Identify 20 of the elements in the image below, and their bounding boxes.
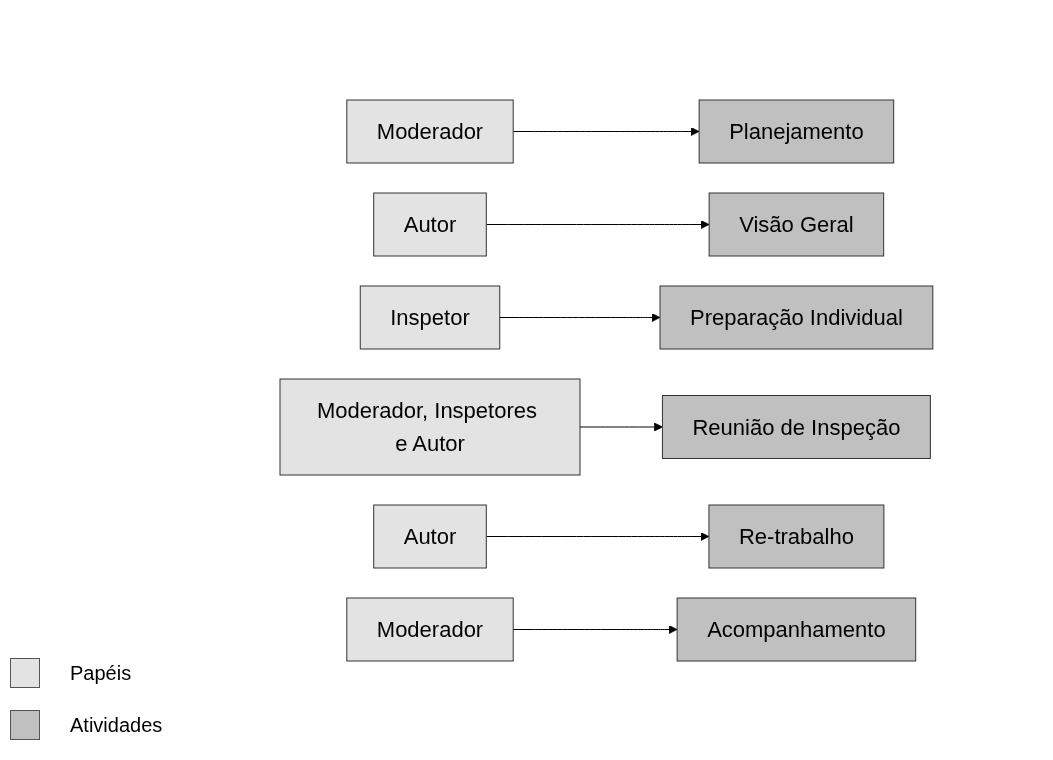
arrow xyxy=(512,126,700,136)
legend-label: Papéis xyxy=(70,661,132,685)
node-box: Planejamento xyxy=(698,99,895,163)
arrow xyxy=(485,219,710,229)
arrow xyxy=(485,531,710,541)
legend-label: Atividades xyxy=(70,713,163,737)
node-box: Inspetor xyxy=(359,285,501,349)
node-box: Preparação Individual xyxy=(659,285,934,349)
arrow xyxy=(579,422,663,431)
node-box: Reunião de Inspeção xyxy=(662,394,931,459)
node-box: Acompanhamento xyxy=(676,597,917,661)
node-box: Autor xyxy=(373,504,487,568)
arrow xyxy=(499,312,661,322)
node-box: Moderador xyxy=(346,597,514,661)
node-box: Re-trabalho xyxy=(708,504,885,568)
node-box: Moderador, Inspetores e Autor xyxy=(279,378,581,475)
node-box: Autor xyxy=(373,192,487,256)
arrow xyxy=(512,624,678,634)
node-box: Visão Geral xyxy=(708,192,885,256)
node-box: Moderador xyxy=(346,99,514,163)
